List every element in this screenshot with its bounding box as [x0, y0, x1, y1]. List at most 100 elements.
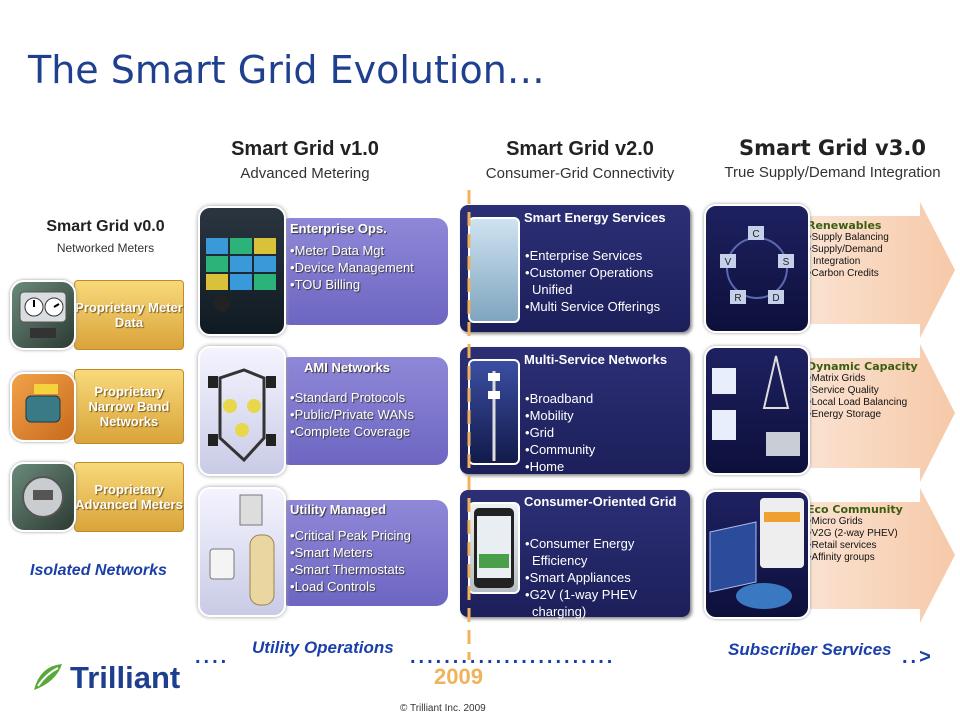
list-item: Meter Data Mgt [290, 242, 448, 259]
meter-icon [22, 476, 64, 518]
advanced-meter-photo [10, 462, 76, 532]
timeline-arrow: ..> [902, 646, 934, 668]
list-item: Home [524, 458, 595, 475]
v3-box-title: Eco Community [807, 503, 903, 516]
phone-app-photo [468, 502, 520, 594]
v1-box-list: Standard Protocols Public/Private WANs C… [290, 389, 448, 440]
year-label: 2009 [434, 664, 483, 689]
list-item: Supply/Demand Integration [807, 244, 932, 268]
v1-header: Smart Grid v1.0 Advanced Metering [195, 138, 415, 182]
list-item: Smart Appliances [524, 569, 686, 586]
clock-meter-photo [10, 280, 76, 350]
v2-box-multi-service: Multi-Service Networks Broadband Mobilit… [460, 347, 690, 474]
ami-network-diagram [198, 346, 286, 476]
cell-tower-icon [488, 371, 500, 461]
list-item: Broadband [524, 390, 595, 407]
timeline-dots-middle: ........................ [410, 646, 616, 668]
subscriber-services-label: Subscriber Services [728, 640, 892, 659]
trilliant-leaf-icon [34, 664, 62, 690]
capacity-photo [704, 346, 810, 475]
list-item: Carbon Credits [807, 268, 932, 280]
monitor-wall-icon [206, 238, 276, 312]
list-item: Customer Operations Unified [524, 264, 686, 298]
house-photo [468, 217, 520, 323]
v3-header: Smart Grid v3.0 True Supply/Demand Integ… [705, 136, 960, 181]
v3-heading: Smart Grid v3.0 [739, 136, 926, 160]
list-item: Affinity groups [807, 552, 937, 564]
v3-box-title: Renewables [807, 219, 882, 232]
v2-divider-line [467, 190, 471, 660]
control-room-photo [198, 206, 286, 336]
v3-box-list: Supply Balancing Supply/Demand Integrati… [807, 232, 932, 280]
v2-box-consumer: Consumer-Oriented Grid Consumer Energy E… [460, 490, 690, 620]
v1-box-ami: AMI Networks Standard Protocols Public/P… [278, 357, 448, 465]
list-item: Consumer Energy Efficiency [524, 535, 686, 569]
cvsrd-diagram: C V S R D [704, 204, 810, 333]
v3-box-renewables: Renewables Supply Balancing Supply/Deman… [807, 219, 932, 280]
v2-box-title: Multi-Service Networks [524, 352, 668, 367]
diagram-letter: D [772, 293, 779, 304]
list-item: Service Quality [807, 385, 937, 397]
list-item: Device Management [290, 259, 448, 276]
diagram-letter: S [783, 257, 790, 268]
v1-subheading: Advanced Metering [240, 165, 370, 182]
v2-heading: Smart Grid v2.0 [506, 138, 654, 160]
v2-box-title: Smart Energy Services [524, 210, 666, 225]
list-item: Smart Thermostats [290, 561, 448, 578]
v1-box-title: AMI Networks [304, 360, 390, 375]
tower-photo [468, 359, 520, 465]
thermostat-meter-icon [209, 494, 275, 606]
radio-device-icon [25, 384, 61, 423]
clock-meter-icon [19, 291, 67, 338]
v2-box-list: Enterprise Services Customer Operations … [524, 247, 686, 315]
isolated-networks-label: Isolated Networks [30, 562, 167, 579]
v3-box-capacity: Dynamic Capacity Matrix Grids Service Qu… [807, 360, 937, 421]
list-item: Matrix Grids [807, 373, 937, 385]
trilliant-logo: Trilliant [30, 660, 180, 696]
eco-photo [704, 490, 810, 619]
list-item: Retail services [807, 540, 937, 552]
v2-box-title: Consumer-Oriented Grid [524, 494, 677, 509]
v2-header: Smart Grid v2.0 Consumer-Grid Connectivi… [460, 138, 700, 182]
solar-ev-icon [709, 498, 804, 609]
list-item: Multi Service Offerings [524, 298, 686, 315]
v1-heading: Smart Grid v1.0 [231, 138, 379, 160]
list-item: Micro Grids [807, 516, 937, 528]
power-grid-icon [712, 355, 800, 456]
diagram-letter: C [752, 229, 759, 240]
devices-photo [198, 487, 286, 617]
page-title: The Smart Grid Evolution… [28, 48, 545, 92]
v3-subheading: True Supply/Demand Integration [724, 164, 941, 181]
list-item: Smart Meters [290, 544, 448, 561]
v2-box-list: Broadband Mobility Grid Community Home [524, 390, 596, 475]
v0-heading: Smart Grid v0.0 [46, 218, 165, 235]
list-item: Mobility [524, 407, 595, 424]
logo-wordmark: Trilliant [70, 660, 181, 695]
v0-subheading: Networked Meters [56, 241, 155, 255]
v3-box-list: Micro Grids V2G (2-way PHEV) Retail serv… [807, 516, 937, 564]
copyright-text: © Trilliant Inc. 2009 [400, 703, 486, 714]
diagram-letter: R [734, 293, 741, 304]
v1-box-enterprise: Enterprise Ops. Meter Data Mgt Device Ma… [278, 218, 448, 325]
v3-box-list: Matrix Grids Service Quality Local Load … [807, 373, 937, 421]
list-item: Critical Peak Pricing [290, 527, 448, 544]
v1-box-utility: Utility Managed Critical Peak Pricing Sm… [278, 500, 448, 606]
list-item: Standard Protocols [290, 389, 448, 406]
v1-box-list: Meter Data Mgt Device Management TOU Bil… [290, 242, 448, 293]
network-cycle-icon: C V S R D [720, 226, 794, 304]
v2-subheading: Consumer-Grid Connectivity [485, 165, 675, 182]
narrowband-device-photo [10, 372, 76, 442]
list-item: Enterprise Services [524, 247, 686, 264]
list-item: Community [524, 441, 596, 458]
v0-header: Smart Grid v0.0 Networked Meters [18, 218, 193, 255]
v0-box-meter-data: Proprietary Meter Data [74, 280, 184, 350]
list-item: Energy Storage [807, 409, 937, 421]
list-item: G2V (1-way PHEV charging) [524, 586, 686, 620]
smartphone-icon [474, 508, 514, 588]
list-item: V2G (2-way PHEV) [807, 528, 937, 540]
v3-box-title: Dynamic Capacity [807, 360, 918, 373]
utility-operations-label: Utility Operations [252, 638, 394, 657]
list-item: Load Controls [290, 578, 448, 595]
v2-box-smart-energy: Smart Energy Services Enterprise Service… [460, 205, 690, 332]
v0-box-narrow-band: Proprietary Narrow Band Networks [74, 369, 184, 444]
